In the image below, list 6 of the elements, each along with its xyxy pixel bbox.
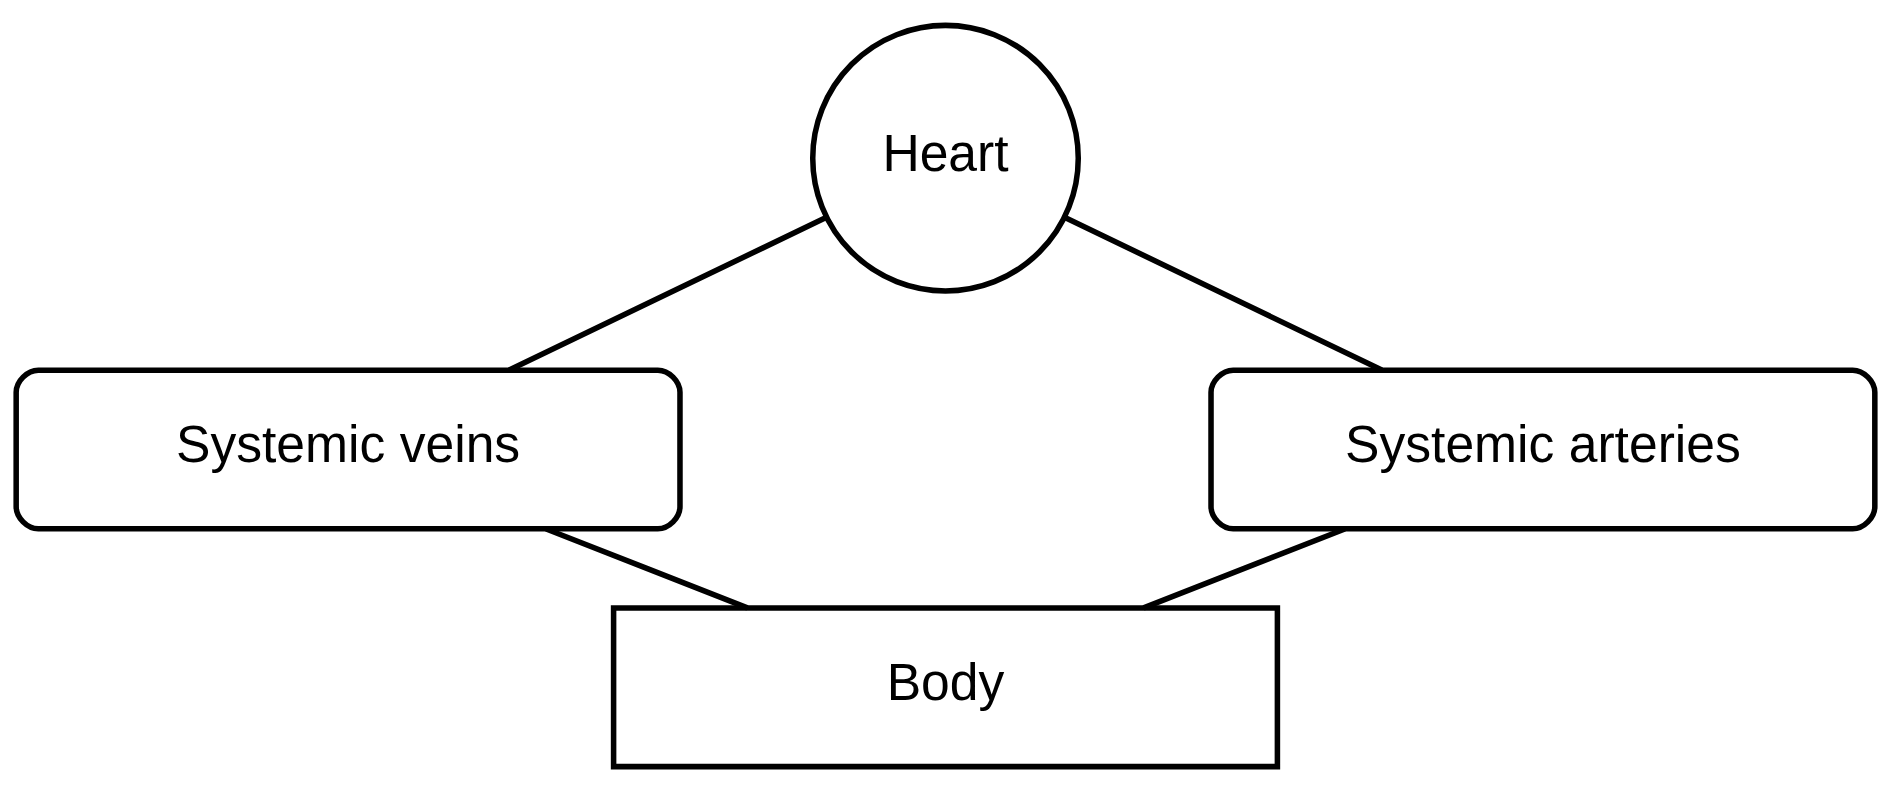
node-circle: Heart — [809, 22, 1082, 294]
connector — [545, 525, 749, 610]
node-box: Body — [610, 604, 1281, 769]
connector — [1142, 525, 1346, 610]
node-box: Systemic veins — [13, 366, 683, 532]
node-box: Systemic arteries — [1208, 366, 1878, 532]
